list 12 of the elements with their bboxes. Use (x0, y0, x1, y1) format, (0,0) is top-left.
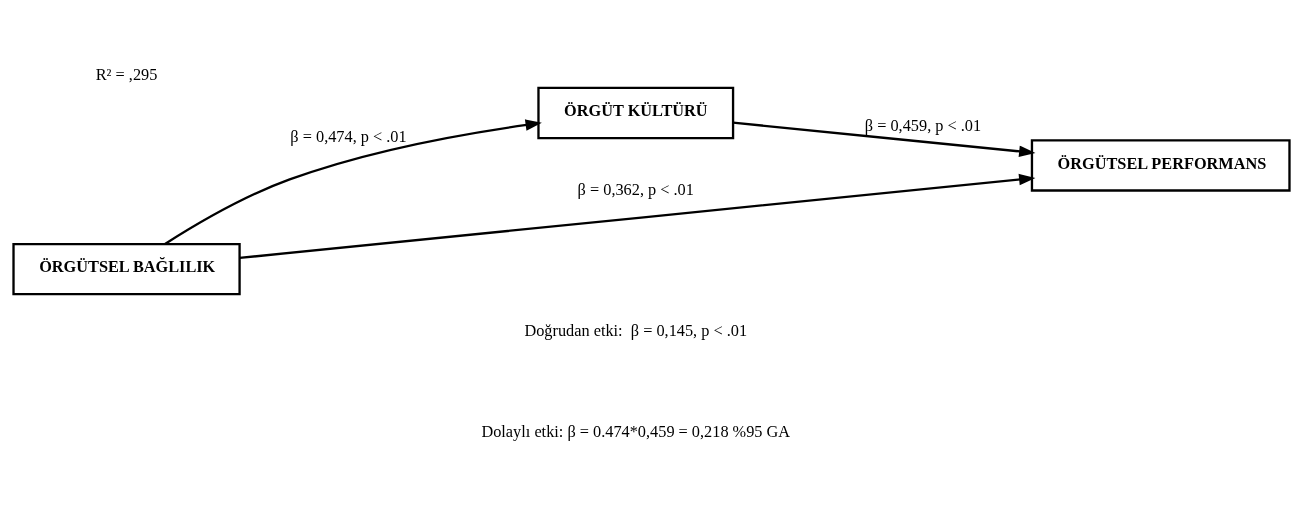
edge-label: β = 0,474, p < .01 (290, 127, 407, 147)
edge-label: β = 0,362, p < .01 (577, 179, 694, 199)
label: Dolaylı etki: β = 0.474*0,459 = 0,218 %95 GA (481, 421, 791, 441)
node-box: ÖRGÜT KÜLTÜRÜ (537, 86, 735, 140)
label: R² = ,295 (95, 65, 158, 85)
edge-label: β = 0,459, p < .01 (864, 115, 982, 135)
arrow (239, 173, 1036, 260)
node-box: ÖRGÜTSEL BAĞLILIK (12, 242, 241, 296)
node-box: ÖRGÜTSEL PERFORMANS (1030, 139, 1291, 192)
arrow (164, 119, 542, 245)
label: Doğrudan etki: β = 0,145, p < .01 (524, 321, 748, 341)
arrow (732, 121, 1036, 158)
